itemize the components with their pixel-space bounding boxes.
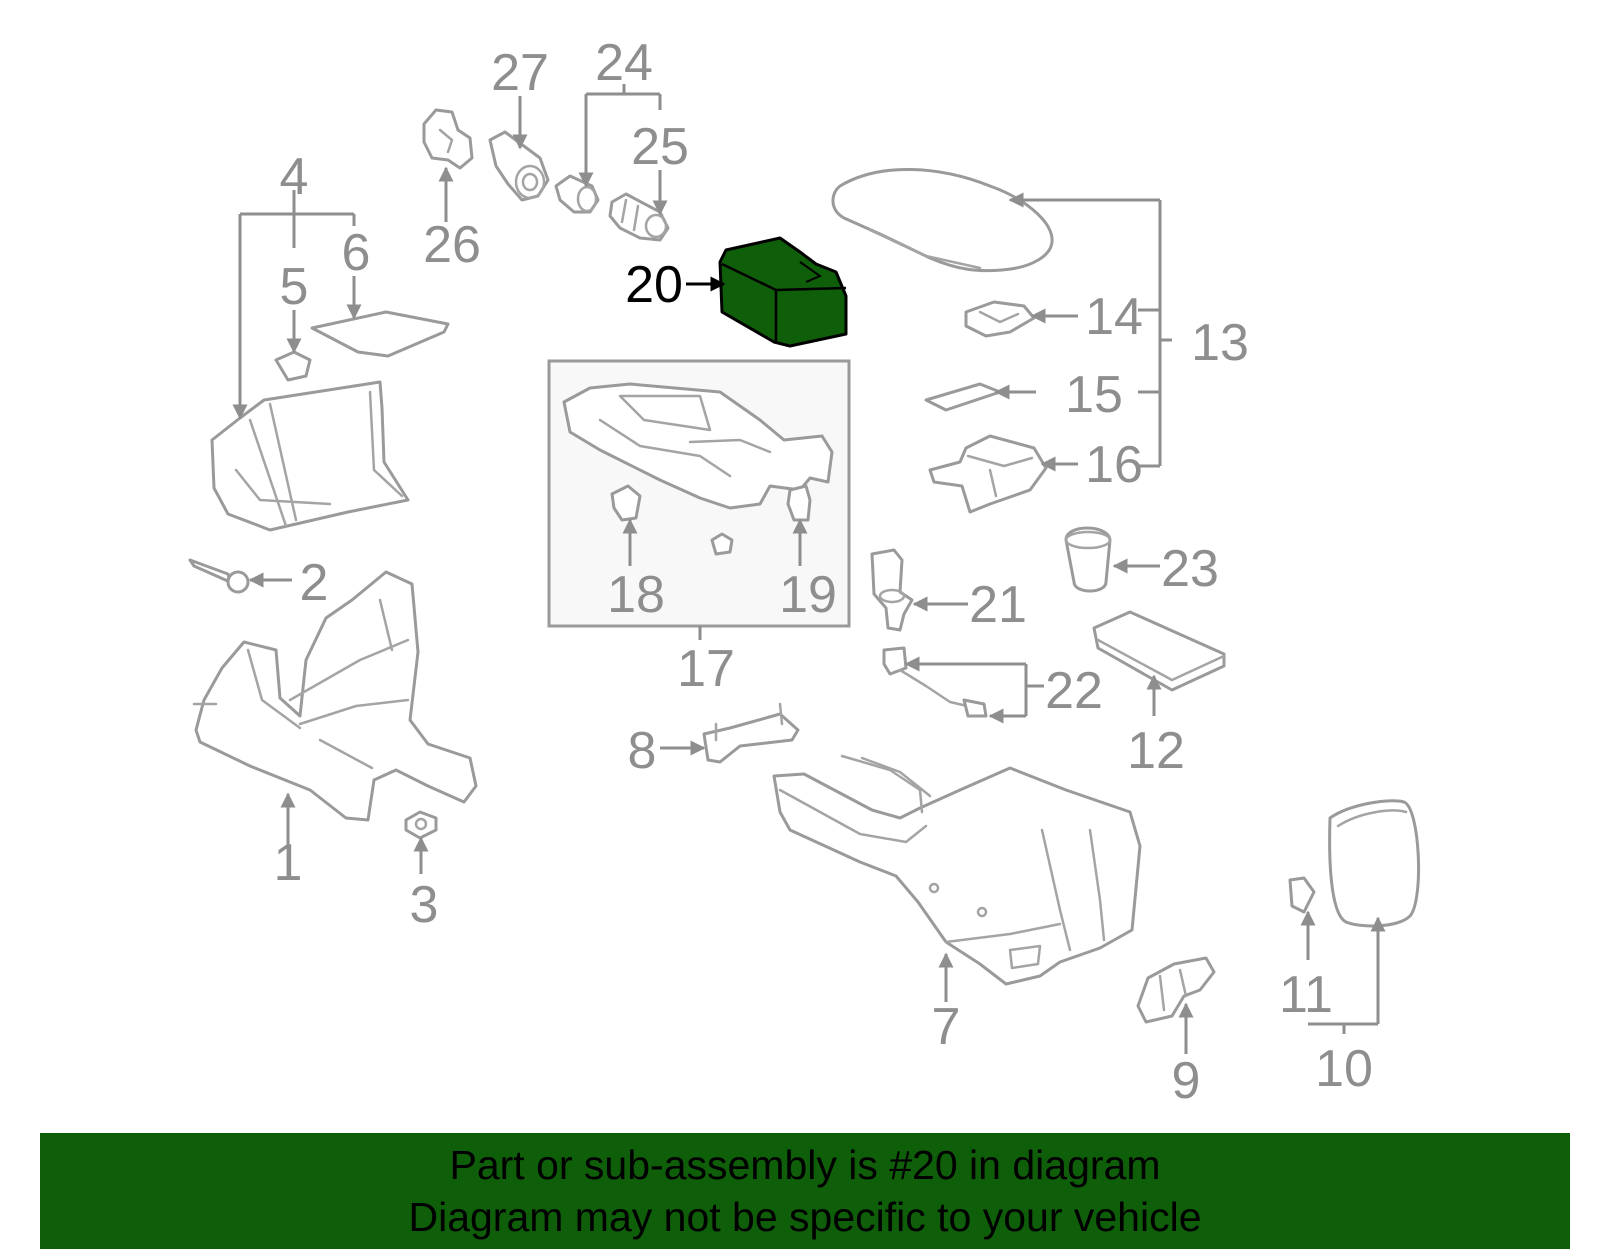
footer-line-part-number: Part or sub-assembly is #20 in diagram bbox=[449, 1142, 1161, 1188]
part-5-bracket[interactable] bbox=[274, 350, 312, 382]
part-7-console-body[interactable] bbox=[772, 754, 1142, 986]
callout-10: 10 bbox=[1315, 1040, 1373, 1098]
callout-4: 4 bbox=[280, 148, 309, 206]
callout-23: 23 bbox=[1161, 540, 1219, 598]
part-8-bracket[interactable] bbox=[702, 702, 800, 764]
callout-27: 27 bbox=[491, 44, 549, 102]
part-6-tray[interactable] bbox=[310, 310, 450, 358]
footer-line-disclaimer: Diagram may not be specific to your vehi… bbox=[408, 1194, 1202, 1240]
callout-7: 7 bbox=[932, 998, 961, 1056]
callout-20: 20 bbox=[625, 256, 683, 314]
callout-15: 15 bbox=[1065, 366, 1123, 424]
part-9-bracket[interactable] bbox=[1136, 956, 1216, 1024]
callout-8: 8 bbox=[628, 722, 657, 780]
callout-14: 14 bbox=[1085, 288, 1143, 346]
fastener-small bbox=[710, 532, 734, 556]
callout-17: 17 bbox=[677, 640, 735, 698]
callout-21: 21 bbox=[969, 576, 1027, 634]
part-13-console-lid[interactable] bbox=[831, 167, 1054, 273]
part-12-mat[interactable] bbox=[1092, 610, 1226, 692]
callout-13: 13 bbox=[1191, 314, 1249, 372]
part-18-clip[interactable] bbox=[610, 484, 642, 522]
part-11-clip[interactable] bbox=[1288, 876, 1316, 914]
part-24-sleeve[interactable] bbox=[554, 174, 600, 214]
part-20-highlighted[interactable] bbox=[718, 236, 848, 348]
footer-banner bbox=[40, 1133, 1570, 1249]
callout-16: 16 bbox=[1085, 436, 1143, 494]
callout-9: 9 bbox=[1172, 1052, 1201, 1110]
callout-labels: 27 24 25 26 20 4 6 5 14 13 15 16 2 18 19… bbox=[274, 34, 1373, 1110]
part-14-latch[interactable] bbox=[964, 300, 1036, 338]
callout-2: 2 bbox=[300, 554, 329, 612]
part-16-hinge[interactable] bbox=[928, 434, 1048, 514]
callout-11: 11 bbox=[1279, 966, 1333, 1024]
footer-text: Part or sub-assembly is #20 in diagram D… bbox=[40, 1133, 1570, 1243]
part-4-panel[interactable] bbox=[210, 380, 410, 532]
callout-5: 5 bbox=[280, 258, 309, 316]
callout-24: 24 bbox=[595, 34, 653, 92]
part-3-nut[interactable] bbox=[404, 810, 438, 840]
part-25-plug[interactable] bbox=[608, 192, 670, 242]
part-26-clip[interactable] bbox=[422, 108, 474, 170]
part-21-cup-holder[interactable] bbox=[870, 548, 914, 632]
callout-26: 26 bbox=[423, 216, 481, 274]
callout-3: 3 bbox=[410, 876, 439, 934]
part-23-cup[interactable] bbox=[1064, 526, 1112, 593]
callout-1: 1 bbox=[274, 834, 303, 892]
part-15-pad[interactable] bbox=[924, 382, 1002, 412]
part-19-clip[interactable] bbox=[786, 484, 812, 522]
callout-12: 12 bbox=[1127, 722, 1185, 780]
leader-lines bbox=[232, 84, 1386, 1054]
callout-6: 6 bbox=[342, 224, 371, 282]
callout-19: 19 bbox=[779, 566, 837, 624]
part-10-pad[interactable] bbox=[1328, 799, 1421, 928]
callout-25: 25 bbox=[631, 118, 689, 176]
part-1-lower-panel[interactable] bbox=[192, 570, 478, 822]
callout-18: 18 bbox=[607, 566, 665, 624]
part-2-screw[interactable] bbox=[188, 558, 250, 594]
part-22-light-wire[interactable] bbox=[882, 646, 988, 718]
callout-22: 22 bbox=[1045, 662, 1103, 720]
